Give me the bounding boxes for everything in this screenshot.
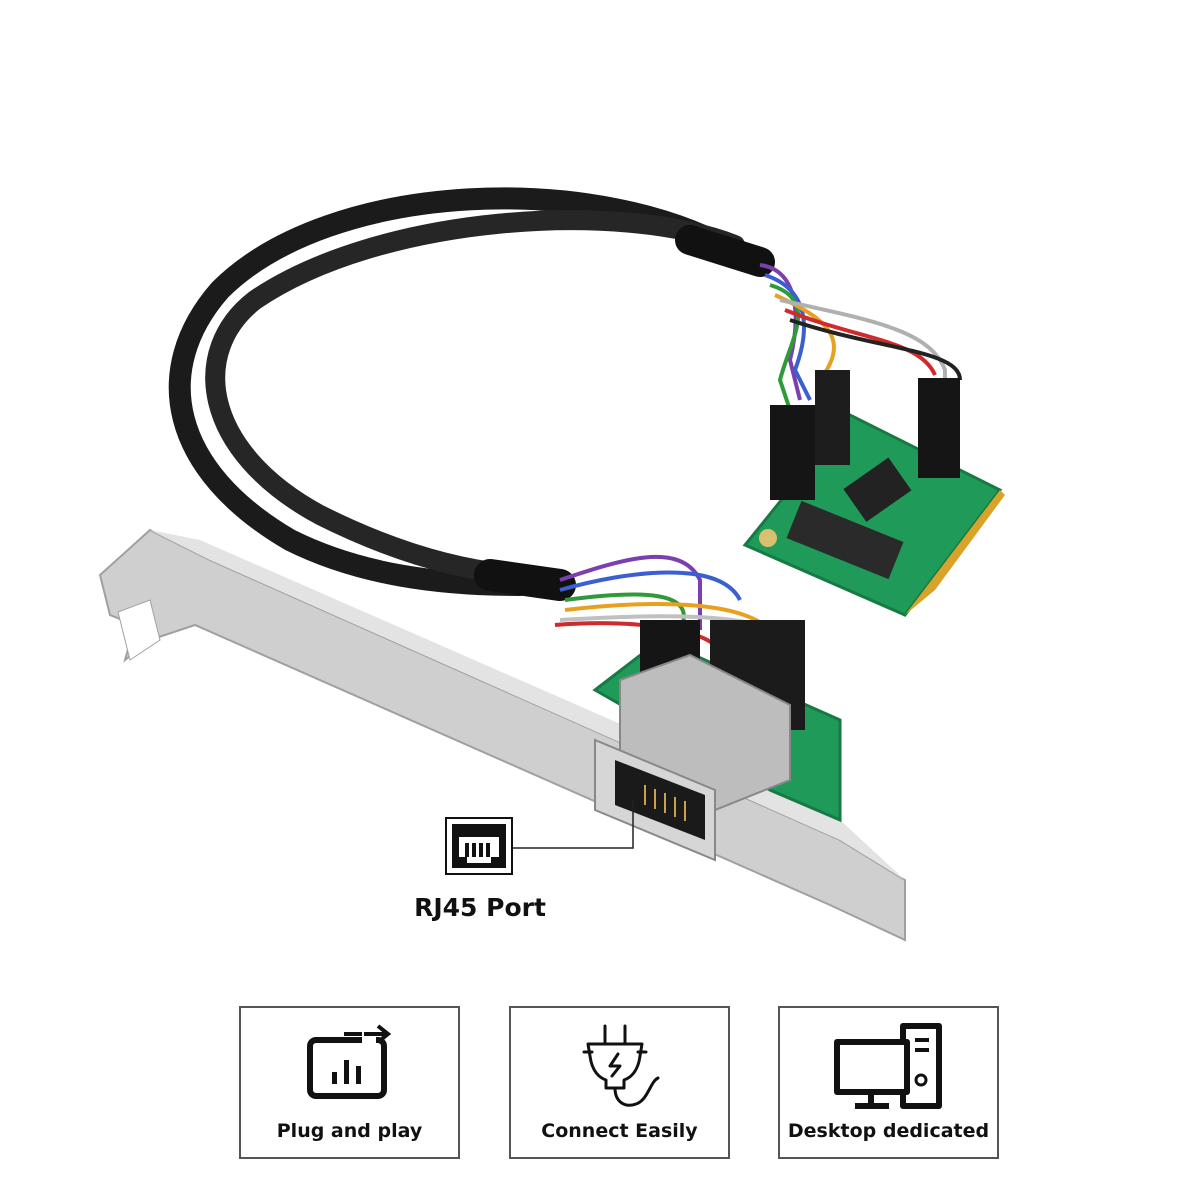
feature-plug-and-play: Plug and play	[239, 1006, 460, 1159]
cable	[168, 187, 775, 601]
plug-and-play-icon	[306, 1024, 391, 1099]
feature-desktop-dedicated: Desktop dedicated	[778, 1006, 999, 1159]
wires-top	[759, 263, 962, 411]
rj45-port-label: RJ45 Port	[414, 893, 546, 922]
feature-label: Desktop dedicated	[787, 1120, 990, 1142]
feature-connect-easily: Connect Easily	[509, 1006, 730, 1159]
mini-pcie-card	[742, 370, 1005, 617]
rj45-port-icon	[445, 817, 513, 875]
feature-label: Connect Easily	[541, 1120, 698, 1142]
feature-label: Plug and play	[276, 1120, 423, 1142]
callout-leader-line	[513, 800, 634, 849]
power-plug-icon	[582, 1024, 659, 1107]
product-image	[98, 187, 1005, 942]
rj45-board	[592, 620, 842, 862]
desktop-computer-icon	[833, 1023, 942, 1109]
